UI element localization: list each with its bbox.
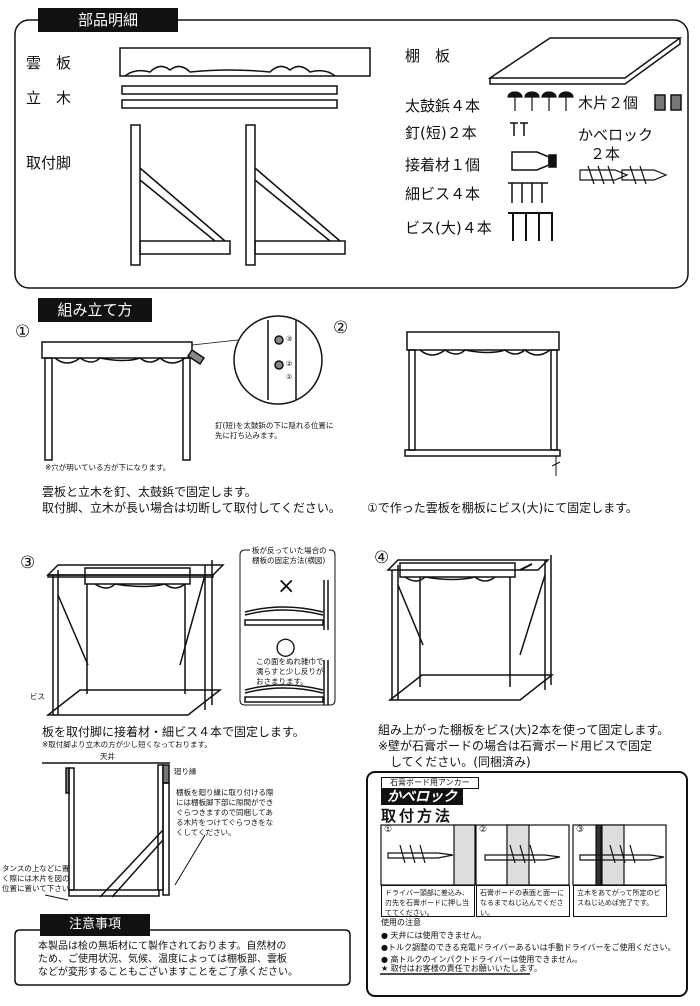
detail-mark-1: ① [286,373,293,381]
anchor-step-drawings [380,824,667,886]
anchor-step-2-num: ② [479,825,488,835]
step-number-3: ③ [20,553,36,573]
step1-text-2: 取付脚、立木が長い場合は切断して取付してください。 [42,501,341,515]
anchor-title: 取付方法 [381,807,454,825]
step3-drawing [45,560,225,716]
kugi-label: 釘(短)２本 [405,124,477,142]
step-number-4: ④ [374,548,390,568]
hosobisu-label: 細ビス４本 [405,185,481,203]
setchakuzai-label: 接着材１個 [405,156,481,174]
step1-drawing [41,315,323,461]
kumoita-label: 雲 板 [26,54,72,72]
warp-inset-drawing [239,549,336,706]
hosobisu-icon [508,182,548,203]
detail-mark-2: ② [286,360,293,368]
caution-line: 本製品は桧の無垢材にて製作されております。自然材の [38,941,287,952]
step1-text-1: 雲板と立木を釘、太鼓鋲で固定します。 [42,485,257,499]
caution-header: 注意事項 [40,914,150,936]
tachiki-label: 立 木 [26,89,72,107]
bisu-dai-icon [508,212,553,241]
step4-text-2: ※壁が石膏ボードの場合は石膏ボード用ビスで固定 [378,739,653,753]
parts-header: 部品明細 [38,8,178,32]
step4-text-3: してください。(同梱済み) [390,755,531,769]
assembly-header: 組み立て方 [38,298,152,322]
step3-text: 板を取付脚に接着材・細ビス４本で固定します。 [42,725,305,739]
toritsukeashi-drawing [130,124,346,266]
warp-note-1: この面をぬれ雑巾で [256,657,324,666]
tachiki-drawing-2 [121,99,338,109]
step4-drawing [386,555,555,701]
mokuhen-label: 木片２個 [578,94,639,112]
anchor-step-1-num: ① [384,825,393,835]
warp-note-2: 濡らすと少し反りが [256,667,324,676]
anchor-subtitle: 石膏ボード用アンカー [381,777,479,789]
mokuhen-icon [654,94,666,111]
kabelock-label: かべロック [578,126,654,144]
tachiki-drawing [121,85,338,95]
anchor-box [366,771,688,997]
usage-item: ● 高トルクのインパクトドライバーは使用できません。 [381,955,583,964]
hole-note: ※穴が明いている方が下になります。 [45,463,171,472]
molding-note-line: には棚板脚下部に隙間ができ [176,798,274,807]
molding-note-line: る木片をつけてぐらつきをな [176,818,274,827]
molding-note-line: 棚板を廻り縁に取り付ける際 [176,788,274,797]
taikobyo-label: 太鼓鋲４本 [405,97,481,115]
warp-ng-mark: × [277,574,296,599]
anchor-step-2-text: 石膏ボードの表面と面一になるまでねじ込んでください。 [476,885,570,917]
anchor-step-1-text: ドライバー頭部に差込み、刃先を石膏ボードに押し当ててください。 [381,885,475,917]
responsibility-note: ★ 取付はお客様の責任でお願いいたします。 [381,964,542,973]
nail-note-2: 先に打ち込みます。 [215,431,282,440]
kumoita-drawing [119,47,371,77]
dresser-note-line: 位置に置いて下さい [2,884,70,893]
warp-note-3: おさまります。 [256,677,308,686]
kugi-icon [510,122,528,136]
anchor-step-3-num: ③ [576,825,585,835]
caution-line: などが変形することもございますことをご了承ください。 [38,967,298,978]
anchor-brand: かべロック [381,789,463,805]
tanaita-drawing [487,37,683,85]
step2-text: ①で作った雲板を棚板にビス(大)にて固定します。 [367,501,638,515]
dresser-note-line: タンスの上などに置 [2,864,70,873]
usage-title: 使用の注意 [381,918,421,927]
dresser-note: タンスの上などに置 く際には木片を図の 位置に置いて下さい [2,864,70,894]
step-number-2: ② [333,318,349,338]
warp-ok-mark: ○ [275,632,296,660]
dresser-note-line: く際には木片を図の [2,874,70,883]
nail-note-1: 釘(短)を太鼓鋲の下に隠れる位置に [215,421,334,430]
caution-box [14,929,351,986]
molding-note-line: くしてください。 [176,828,236,837]
kabelock-icon [579,165,668,185]
molding-label: 廻り縁 [174,767,197,776]
step-number-1: ① [15,322,31,342]
detail-mark-3: ③ [286,335,293,343]
warp-title-1: 板が反っていた場合の [250,546,329,556]
warp-title-2: 棚板の固定方法(横図) [252,556,326,565]
caution-line: ため、ご使用状況、気候、温度によっては棚板部、雲板 [38,954,287,965]
toritsukeashi-label: 取付脚 [26,154,72,172]
step2-drawing [404,331,561,476]
molding-note-line: ぐらつきますので同梱してあ [176,808,274,817]
step3-note: ※取付脚より立木の方が少し短くなっております。 [42,740,212,749]
side-view-drawing [42,762,206,901]
taikobyo-icon [507,91,574,111]
mokuhen-icon-2 [670,94,682,111]
usage-item: ● 天井には使用できません。 [381,931,487,940]
parts-box [14,19,689,289]
setchakuzai-icon [511,151,557,171]
bisu-dai-label: ビス(大)４本 [405,219,492,237]
step4-text-1: 組み上がった棚板をビス(大)2本を使って固定します。 [378,723,670,737]
tanaita-label: 棚 板 [405,47,451,65]
ceiling-label: 天井 [100,752,115,761]
molding-note: 棚板を廻り縁に取り付ける際 には棚板脚下部に隙間ができ ぐらつきますので同梱して… [176,788,274,838]
kabelock-count: ２本 [590,145,621,163]
screw-label: ビス [30,692,45,701]
usage-item: ●トルク調整のできる充電ドライバーあるいは手動ドライバーをご使用ください。 [381,943,676,952]
caution-text: 本製品は桧の無垢材にて製作されております。自然材の ため、ご使用状況、気候、温度… [38,940,298,979]
anchor-step-3-text: 立木をあてがって所定のビスねじ込めば完了です。 [573,885,667,917]
